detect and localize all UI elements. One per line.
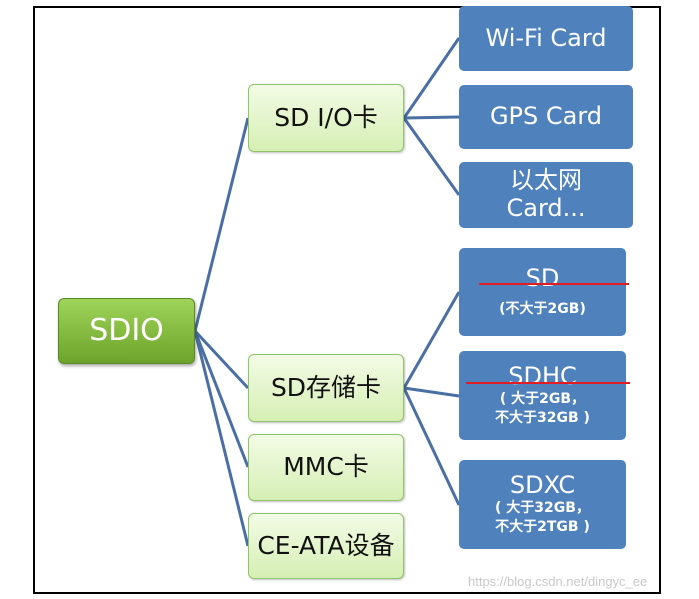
watermark-text: https://blog.csdn.net/dingyc_ee	[468, 574, 648, 589]
root-node-sdio: SDIO	[58, 298, 195, 364]
branch-node-sd-io-card: SD I/O卡	[248, 84, 404, 152]
connector-sdstorage-sdhc	[403, 386, 460, 398]
leaf-node-wifi-card: Wi-Fi Card	[459, 6, 633, 71]
leaf-title-gps-card: GPS Card	[489, 102, 603, 131]
branch-label-sd-storage-card: SD存储卡	[270, 372, 382, 402]
leaf-note-sdxc-line2: 不大于2TGB )	[495, 519, 590, 536]
leaf-note-sdhc-line2: 不大于32GB )	[495, 410, 590, 427]
leaf-title-ethernet-line1: 以太网	[510, 166, 582, 195]
strike-line-sd	[479, 283, 629, 285]
branch-node-ce-ata-device: CE-ATA设备	[248, 513, 404, 579]
leaf-title-sdhc: SDHC	[508, 361, 577, 390]
leaf-title-sd: SD	[525, 263, 560, 292]
connector-sdstorage-sdxc	[402, 387, 461, 506]
leaf-title-wifi-card: Wi-Fi Card	[485, 23, 607, 52]
connector-sdiocard-ethernet	[402, 117, 461, 196]
connector-sdio-sdstorage	[193, 329, 250, 390]
branch-label-sd-io-card: SD I/O卡	[274, 102, 378, 132]
leaf-node-gps-card: GPS Card	[459, 85, 633, 149]
connector-sdstorage-sd	[402, 291, 461, 389]
branch-node-sd-storage-card: SD存储卡	[248, 354, 404, 422]
leaf-node-sdhc: SDHC ( 大于2GB， 不大于32GB )	[459, 351, 626, 440]
leaf-title-ethernet-line2: Card...	[506, 194, 586, 222]
leaf-note-sd: (不大于2GB)	[499, 301, 586, 318]
leaf-title-sdxc: SDXC	[509, 470, 576, 499]
leaf-node-sd: SD (不大于2GB)	[459, 248, 626, 336]
connector-sdiocard-wifi	[402, 37, 461, 119]
leaf-node-ethernet-card: 以太网 Card...	[459, 162, 633, 228]
branch-label-mmc-card: MMC卡	[283, 452, 369, 482]
leaf-note-sdhc-line1: ( 大于2GB，	[499, 391, 586, 408]
root-label: SDIO	[89, 312, 164, 348]
connector-sdio-ceata	[193, 330, 250, 547]
branch-node-mmc-card: MMC卡	[248, 434, 404, 501]
connector-sdio-sdiocard	[193, 117, 250, 332]
strike-line-sdhc	[466, 382, 630, 384]
leaf-note-sdxc-line1: ( 大于32GB，	[495, 500, 590, 517]
connector-sdio-mmc	[193, 330, 250, 468]
connector-sdiocard-gps	[403, 115, 460, 120]
branch-label-ce-ata-device: CE-ATA设备	[257, 530, 395, 560]
leaf-node-sdxc: SDXC ( 大于32GB， 不大于2TGB )	[459, 460, 626, 549]
